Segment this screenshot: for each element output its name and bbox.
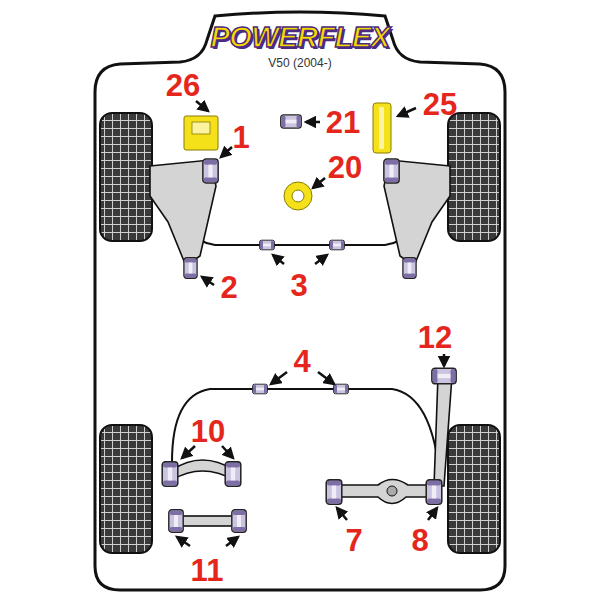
callout-number: 3 bbox=[290, 270, 307, 301]
callout-number: 12 bbox=[418, 322, 452, 353]
model-subtitle: V50 (2004-) bbox=[268, 57, 331, 69]
brand-logo: POWERFLEX bbox=[210, 23, 389, 52]
bushes bbox=[162, 115, 456, 532]
car-body bbox=[95, 12, 505, 590]
callout-number: 4 bbox=[293, 346, 310, 377]
tyres bbox=[100, 113, 500, 553]
yellow-mounts bbox=[184, 103, 391, 210]
callout-number: 10 bbox=[191, 416, 225, 447]
callout-number: 8 bbox=[411, 525, 428, 556]
callout-number: 11 bbox=[191, 555, 224, 586]
callout-number: 1 bbox=[232, 122, 249, 153]
callout-number: 20 bbox=[328, 152, 362, 183]
lower-link bbox=[176, 516, 238, 526]
callout-number: 21 bbox=[326, 107, 360, 138]
trailing-arm bbox=[338, 480, 432, 504]
callout-number: 25 bbox=[423, 89, 457, 120]
front-lower-arms bbox=[150, 160, 450, 266]
callout-number: 7 bbox=[345, 525, 362, 556]
callout-number: 2 bbox=[220, 272, 237, 303]
callout-arrows bbox=[177, 101, 444, 546]
callout-number: 26 bbox=[166, 70, 200, 101]
rear-link bbox=[434, 376, 452, 486]
